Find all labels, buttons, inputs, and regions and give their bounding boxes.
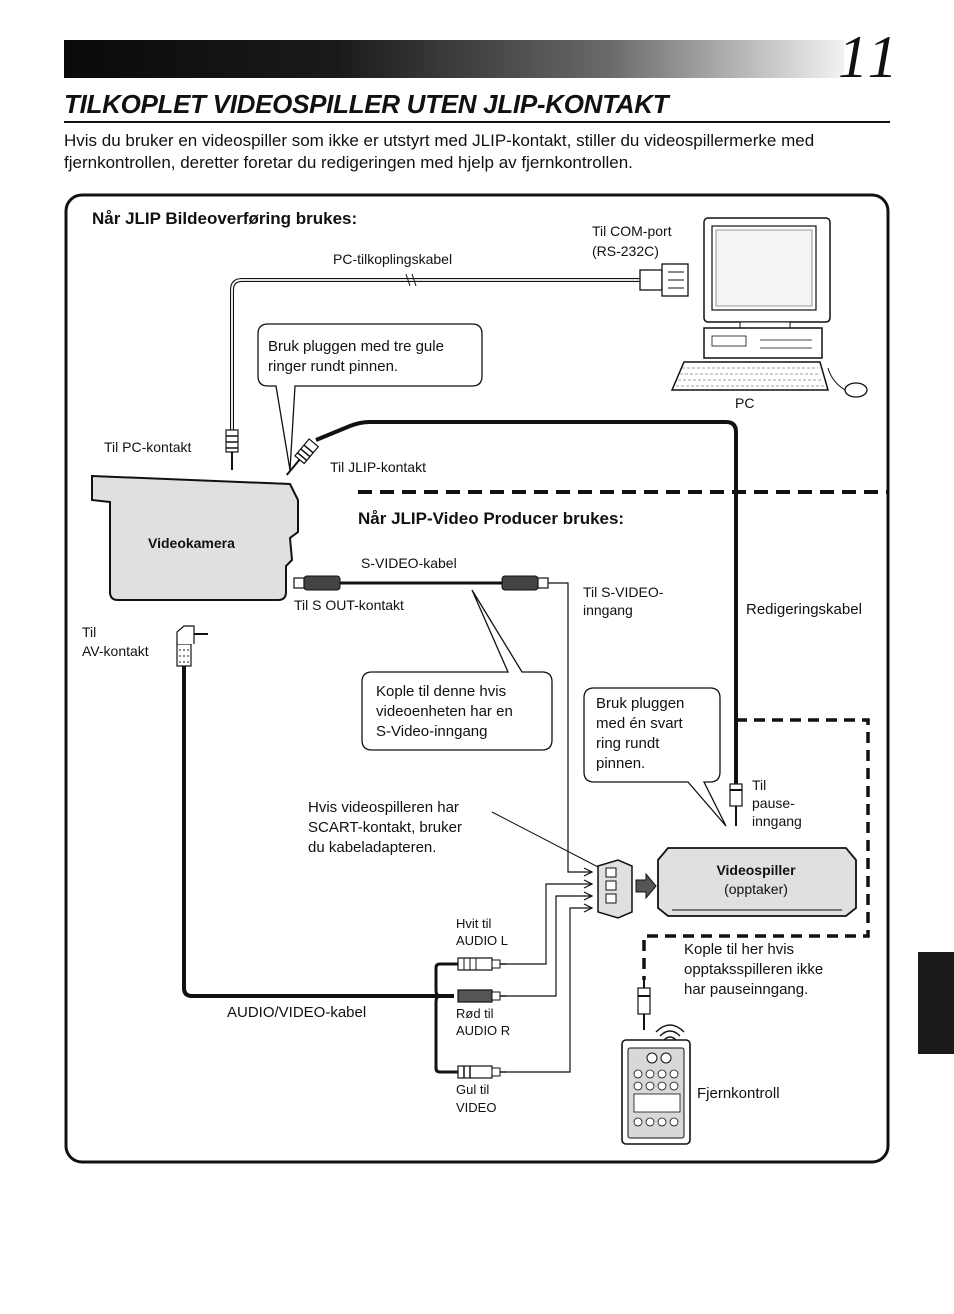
to-s-out-label: Til S OUT-kontakt	[294, 597, 404, 613]
section2-heading: Når JLIP-Video Producer brukes:	[358, 509, 624, 528]
no-pause-note-line2: opptaksspilleren ikke	[684, 961, 823, 978]
callout-yellow-rings-line1: Bruk pluggen med tre gule	[268, 338, 444, 355]
pc-connection-cable	[225, 263, 689, 470]
callout-svideo-line2: videoenheten har en	[376, 703, 513, 720]
callout-svideo-line3: S-Video-inngang	[376, 723, 487, 740]
s-video-cable	[293, 575, 594, 877]
no-pause-note-line1: Kople til her hvis	[684, 941, 794, 958]
editing-cable	[285, 420, 743, 826]
callout-yellow-rings-line2: ringer rundt pinnen.	[268, 358, 398, 375]
vcr-sub-label: (opptaker)	[724, 881, 788, 897]
scart-note-line1: Hvis videospilleren har	[308, 799, 459, 816]
red-audio-line1: Rød til	[456, 1006, 494, 1021]
callout-svideo-line1: Kople til denne hvis	[376, 683, 506, 700]
diagram-frame	[64, 193, 890, 1164]
remote-plug	[637, 980, 651, 1030]
com-port-label-2: (RS-232C)	[592, 243, 659, 259]
pc-computer-icon	[670, 217, 868, 398]
editing-cable-label: Redigeringskabel	[746, 601, 862, 618]
to-jlip-jack-label: Til JLIP-kontakt	[330, 459, 426, 475]
av-cable-label: AUDIO/VIDEO-kabel	[227, 1004, 366, 1021]
yellow-video-line1: Gul til	[456, 1082, 489, 1097]
com-port-label-1: Til COM-port	[592, 223, 672, 239]
to-pc-jack-label: Til PC-kontakt	[104, 439, 192, 455]
vcr-label: Videospiller	[716, 862, 796, 878]
callout-black-ring-line4: pinnen.	[596, 755, 645, 772]
to-pause-line3: inngang	[752, 813, 802, 829]
callout-svideo	[361, 589, 553, 751]
intro-paragraph: Hvis du bruker en videospiller som ikke …	[64, 131, 815, 172]
av-cable	[176, 625, 594, 1079]
scart-note-pointer	[491, 811, 601, 869]
camera-label: Videokamera	[148, 535, 235, 551]
no-pause-note-line3: har pauseinngang.	[684, 981, 808, 998]
alt-dashed-route	[642, 718, 870, 980]
videocamera-icon	[91, 474, 299, 601]
callout-yellow-rings	[257, 323, 483, 471]
red-audio-line2: AUDIO R	[456, 1023, 510, 1038]
page-title: TILKOPLET VIDEOSPILLER UTEN JLIP-KONTAKT	[64, 88, 890, 123]
section1-heading: Når JLIP Bildeoverføring brukes:	[92, 209, 357, 228]
callout-black-ring-line3: ring rundt	[596, 735, 660, 752]
chapter-side-tab	[918, 952, 954, 1054]
to-svideo-input-line1: Til S-VIDEO-	[583, 584, 664, 600]
vcr-recorder-icon	[657, 847, 857, 917]
to-pause-line2: pause-	[752, 795, 795, 811]
callout-black-ring-line1: Bruk pluggen	[596, 695, 684, 712]
scart-adapter-icon	[597, 859, 657, 919]
to-av-jack-line1: Til	[82, 624, 96, 640]
yellow-video-line2: VIDEO	[456, 1100, 496, 1115]
callout-black-ring	[583, 687, 727, 827]
header-gradient-bar	[64, 40, 844, 78]
white-audio-line2: AUDIO L	[456, 933, 508, 948]
to-pause-line1: Til	[752, 777, 766, 793]
pc-label: PC	[735, 395, 754, 411]
scart-note-line2: SCART-kontakt, bruker	[308, 819, 462, 836]
to-av-jack-line2: AV-kontakt	[82, 643, 149, 659]
white-audio-line1: Hvit til	[456, 916, 492, 931]
scart-note-line3: du kabeladapteren.	[308, 839, 436, 856]
remote-control-icon	[621, 1024, 691, 1145]
callout-black-ring-line2: med én svart	[596, 715, 684, 732]
to-svideo-input-line2: inngang	[583, 602, 633, 618]
remote-label: Fjernkontroll	[697, 1085, 780, 1102]
page-number: 11	[838, 24, 902, 90]
pc-cable-label: PC-tilkoplingskabel	[333, 251, 452, 267]
s-video-cable-label: S-VIDEO-kabel	[361, 555, 457, 571]
